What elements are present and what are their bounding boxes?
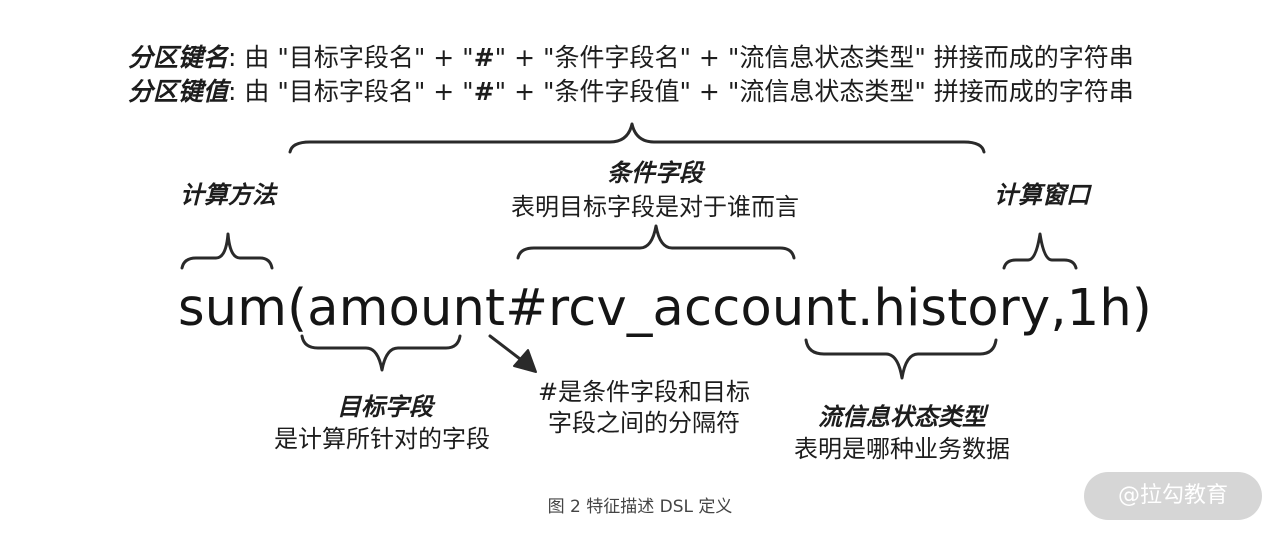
target-field-desc: 是计算所针对的字段 [274, 425, 490, 453]
compute-method-brace [180, 232, 274, 270]
target-field-brace [300, 334, 462, 372]
separator-label-line2: 字段之间的分隔符 [548, 409, 740, 437]
compute-method-label: 计算方法 [180, 181, 276, 209]
partition-key-name-term: 分区键名 [128, 43, 229, 72]
watermark-badge: @拉勾教育 [1084, 472, 1262, 520]
condition-field-title: 条件字段 [607, 159, 703, 187]
stream-state-brace [804, 338, 998, 380]
partition-key-value-definition: 分区键值: 由 "目标字段名" + "#" + "条件字段值" + "流信息状态… [128, 77, 1134, 106]
target-field-title: 目标字段 [337, 393, 433, 421]
big-top-brace [288, 122, 986, 154]
condition-field-desc: 表明目标字段是对于谁而言 [511, 193, 799, 221]
figure-caption: 图 2 特征描述 DSL 定义 [547, 497, 733, 517]
dsl-expression: sum(amount#rcv_account.history,1h) [178, 279, 1153, 338]
stream-state-type-desc: 表明是哪种业务数据 [794, 435, 1010, 463]
separator-label-line1: #是条件字段和目标 [537, 378, 751, 406]
partition-key-name-definition: 分区键名: 由 "目标字段名" + "#" + "条件字段名" + "流信息状态… [128, 43, 1134, 72]
separator-arrow-line [488, 334, 526, 364]
separator-arrow-head [513, 349, 537, 373]
stream-state-type-title: 流信息状态类型 [818, 403, 986, 431]
compute-window-brace [1002, 232, 1078, 270]
partition-key-value-term: 分区键值 [128, 77, 229, 106]
condition-field-brace [516, 224, 796, 260]
compute-window-label: 计算窗口 [994, 181, 1090, 209]
